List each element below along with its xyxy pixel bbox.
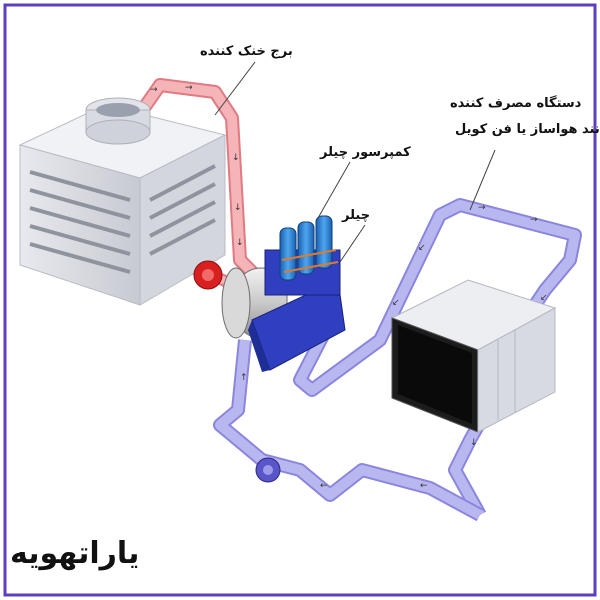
- brand-logo-text: یاراتهویه: [10, 536, 140, 571]
- chiller-label: چیلر: [342, 208, 371, 223]
- flow-arrow: ↙: [392, 298, 400, 308]
- flow-arrow: ↙: [418, 243, 426, 253]
- air-handler-illustration: [390, 279, 557, 433]
- flow-arrow: ↓: [232, 153, 240, 163]
- compressor-icon: [279, 215, 339, 281]
- chiller-illustration: [221, 215, 346, 372]
- flow-arrow: ↓: [234, 203, 242, 213]
- flow-arrow: ←: [320, 481, 328, 491]
- flow-arrow: ←: [420, 481, 428, 491]
- consumer-device-label: دستگاه مصرف کننده: [450, 96, 582, 111]
- flow-arrow: →: [185, 83, 193, 93]
- consumer-example-label: مانند هواساز یا فن کویل: [455, 122, 600, 137]
- flow-arrow: →: [150, 85, 158, 95]
- flow-arrow: ↓: [470, 438, 478, 448]
- cooling-tower-label: برج خنک کننده: [200, 44, 293, 59]
- chiller-compressor-label: کمپرسور چیلر: [320, 145, 411, 160]
- cooling-tower-illustration: [18, 97, 227, 306]
- flow-arrow: →: [530, 215, 538, 225]
- flow-arrow: ↑: [240, 373, 248, 383]
- callout-lines: [214, 61, 496, 263]
- frame-border: [3, 3, 597, 597]
- pump-icon: [193, 260, 223, 290]
- pump-icon: [255, 457, 281, 483]
- flow-arrow: ↙: [540, 293, 548, 303]
- flow-arrow: →: [478, 203, 486, 213]
- flow-arrow: ↓: [236, 238, 244, 248]
